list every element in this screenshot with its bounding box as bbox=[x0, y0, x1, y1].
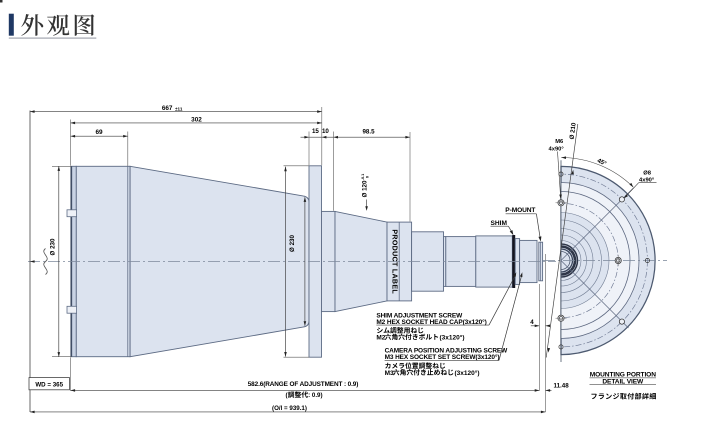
svg-text:582.6(RANGE OF ADJUSTMENT : 0.: 582.6(RANGE OF ADJUSTMENT : 0.9) bbox=[248, 381, 359, 388]
svg-text:M2 HEX SOCKET HEAD CAP(3x120°): M2 HEX SOCKET HEAD CAP(3x120°) bbox=[376, 318, 486, 326]
svg-text:(: ( bbox=[286, 392, 289, 399]
svg-text:SHIM: SHIM bbox=[491, 220, 508, 227]
svg-text:98.5: 98.5 bbox=[362, 129, 375, 136]
svg-text:4: 4 bbox=[530, 319, 534, 326]
svg-text:SHIM ADJUSTMENT SCREW: SHIM ADJUSTMENT SCREW bbox=[376, 312, 463, 319]
svg-text:PRODUCT LABEL: PRODUCT LABEL bbox=[391, 229, 399, 294]
svg-text:667: 667 bbox=[162, 105, 173, 112]
svg-text:M6: M6 bbox=[555, 139, 564, 145]
svg-text:Ø8: Ø8 bbox=[643, 171, 652, 177]
svg-text:0: 0 bbox=[365, 176, 369, 178]
svg-text:4x90°: 4x90° bbox=[639, 177, 655, 183]
svg-text:Ø 120: Ø 120 bbox=[361, 180, 368, 197]
svg-text:45°: 45° bbox=[596, 157, 608, 168]
svg-text:Ø 230: Ø 230 bbox=[50, 238, 57, 255]
svg-text:Ø 230: Ø 230 bbox=[289, 235, 296, 252]
svg-text:P-MOUNT: P-MOUNT bbox=[505, 207, 535, 214]
svg-text:4x90°: 4x90° bbox=[549, 146, 565, 152]
svg-text:MOUNTING PORTION: MOUNTING PORTION bbox=[590, 372, 657, 379]
svg-text:15: 15 bbox=[312, 128, 319, 135]
svg-text:M3 HEX SOCKET SET SCREW(3x120°: M3 HEX SOCKET SET SCREW(3x120°) bbox=[385, 353, 500, 361]
svg-text:WD = 365: WD = 365 bbox=[35, 382, 63, 389]
svg-text:(3x120°): (3x120°) bbox=[440, 333, 465, 341]
svg-text:(3x120°): (3x120°) bbox=[455, 369, 480, 377]
svg-text:302: 302 bbox=[191, 116, 202, 123]
svg-text:Ø 210: Ø 210 bbox=[568, 122, 577, 140]
svg-text:: 0.9): : 0.9) bbox=[308, 392, 322, 399]
svg-text:CAMERA POSITION ADJUSTING SCRE: CAMERA POSITION ADJUSTING SCREW bbox=[385, 348, 509, 355]
svg-text:M3: M3 bbox=[385, 370, 394, 377]
svg-text:-0.1: -0.1 bbox=[361, 174, 365, 181]
svg-text:±11: ±11 bbox=[175, 107, 183, 112]
svg-text:69: 69 bbox=[95, 129, 103, 136]
svg-text:(O/l = 939.1): (O/l = 939.1) bbox=[272, 405, 307, 412]
svg-text:M2: M2 bbox=[376, 334, 385, 341]
svg-text:10: 10 bbox=[322, 128, 329, 135]
svg-text:DETAIL VIEW: DETAIL VIEW bbox=[602, 378, 644, 385]
svg-text:11.48: 11.48 bbox=[554, 383, 570, 390]
